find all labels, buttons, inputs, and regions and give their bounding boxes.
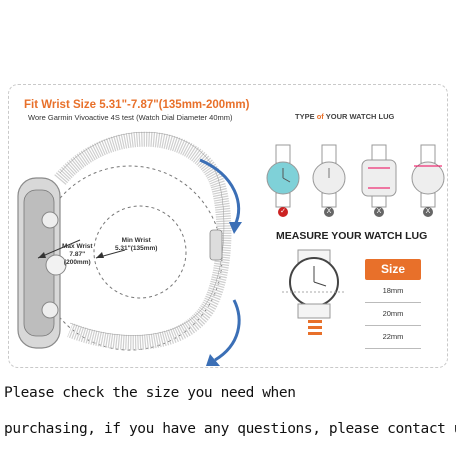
note-line-1: Please check the size you need when xyxy=(4,385,296,401)
crown-top xyxy=(41,211,59,229)
info-panel-frame xyxy=(8,84,448,368)
measure-lug-title: MEASURE YOUR WATCH LUG xyxy=(276,230,428,242)
crown-bottom xyxy=(41,301,59,319)
arrow-right-up xyxy=(214,299,241,362)
fit-wrist-title: Fit Wrist Size 5.31"-7.87"(135mm-200mm) xyxy=(24,99,250,111)
size-table: Size 18mm 20mm 22mm xyxy=(365,259,421,349)
band-clasp xyxy=(209,229,223,261)
lug-type-title: TYPE of YOUR WATCH LUG xyxy=(295,112,395,121)
lug-type-4-x-badge: X xyxy=(423,207,433,217)
lug-type-4-icon xyxy=(411,144,445,208)
lug-type-3-x-badge: X xyxy=(374,207,384,217)
measure-watch-illustration xyxy=(282,249,346,335)
crown-middle xyxy=(45,254,67,276)
lug-type-1-icon xyxy=(266,144,300,208)
min-wrist-label: Min Wrist 5.31"(135mm) xyxy=(115,237,158,252)
min-wrist-circle xyxy=(93,205,187,299)
size-row-22: 22mm xyxy=(365,326,421,349)
size-row-18: 18mm xyxy=(365,280,421,303)
arrow-right-down xyxy=(199,158,241,226)
lug-type-3-icon xyxy=(361,144,397,208)
size-row-20: 20mm xyxy=(365,303,421,326)
max-wrist-label: Max Wrist 7.87" (200mm) xyxy=(62,243,93,266)
lug-type-2-x-badge: X xyxy=(324,207,334,217)
fit-wrist-subtitle: Wore Garmin Vivoactive 4S test (Watch Di… xyxy=(28,113,233,122)
note-line-2: purchasing, if you have any questions, p… xyxy=(4,421,456,437)
lug-type-2-icon xyxy=(312,144,346,208)
lug-type-1-check-badge: ✓ xyxy=(278,207,288,217)
size-table-header: Size xyxy=(365,259,421,280)
